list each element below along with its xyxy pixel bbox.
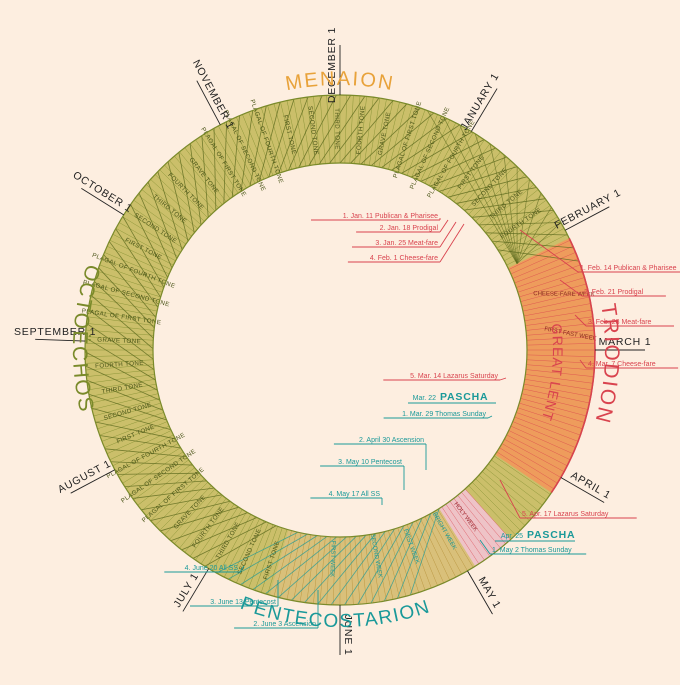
- triodion-early-callout-leader: [440, 224, 464, 262]
- month-label: JULY 1: [171, 571, 201, 610]
- ring-inner-edge: [153, 163, 527, 537]
- pascha-early-date: Mar. 22: [413, 395, 436, 402]
- month-label: JANUARY 1: [458, 71, 502, 133]
- tone-label: THIRD TONE: [333, 108, 341, 150]
- month-label: DECEMBER 1: [326, 27, 338, 103]
- pentecostarion-early-callout: 1. Mar. 29 Thomas Sunday: [402, 411, 486, 418]
- triodion-early-callout: 1. Jan. 11 Publican & Pharisee: [343, 213, 438, 220]
- pentecostarion-late-callout: 3. June 13 Pentecost: [210, 599, 276, 606]
- pentecostarion-sector: [270, 509, 475, 605]
- triodion-early-callout: 5. Mar. 14 Lazarus Saturday: [410, 373, 498, 380]
- pentecostarion-late-callout: 1. May 2 Thomas Sunday: [492, 547, 572, 554]
- triodion-early-callout-leader: [500, 378, 506, 380]
- pascha-late-date: Apr. 25: [501, 533, 523, 540]
- triodion-early-callout: 4. Feb. 1 Cheese-fare: [370, 255, 438, 262]
- pascha-late-name: PASCHA: [527, 529, 575, 541]
- triodion-early-callout: 3. Jan. 25 Meat-fare: [375, 240, 438, 247]
- triodion-early-callout-leader: [440, 222, 456, 247]
- pentecostarion-early-callout-leader: [488, 416, 492, 418]
- triodion-late-callout: 3. Feb. 28 Meat-fare: [588, 319, 652, 326]
- pentecostarion-late-callout: 4. June 20 All SS: [185, 565, 239, 572]
- month-label: AUGUST 1: [56, 458, 113, 496]
- inner-week-label: FIRST WEEK: [328, 540, 335, 577]
- triodion-late-callout: 5. Apr. 17 Lazarus Saturday: [522, 511, 609, 518]
- triodion-early-callout: 2. Jan. 18 Prodigal: [380, 225, 439, 232]
- triodion-late-callout: 1. Feb. 14 Publican & Pharisee: [580, 265, 677, 272]
- pascha-early-name: PASCHA: [440, 391, 488, 403]
- pentecostarion-early-callout: 3. May 10 Pentecost: [338, 459, 402, 466]
- triodion-late-callout: 4. Mar. 7 Cheese-fare: [588, 361, 656, 368]
- month-label: OCTOBER 1: [71, 169, 135, 215]
- pentecostarion-early-callout: 2. April 30 Ascension: [359, 437, 424, 444]
- triodion-late-callout: 2. Feb. 21 Prodigal: [584, 289, 644, 296]
- triodion-early-callout-leader: [440, 220, 448, 232]
- pentecostarion-early-callout: 4. May 17 All SS: [329, 491, 381, 498]
- pentecostarion-late-callout: 2. June 3 Ascension: [253, 621, 316, 628]
- month-label: FEBRUARY 1: [553, 187, 624, 232]
- month-label: NOVEMBER 1: [190, 58, 237, 131]
